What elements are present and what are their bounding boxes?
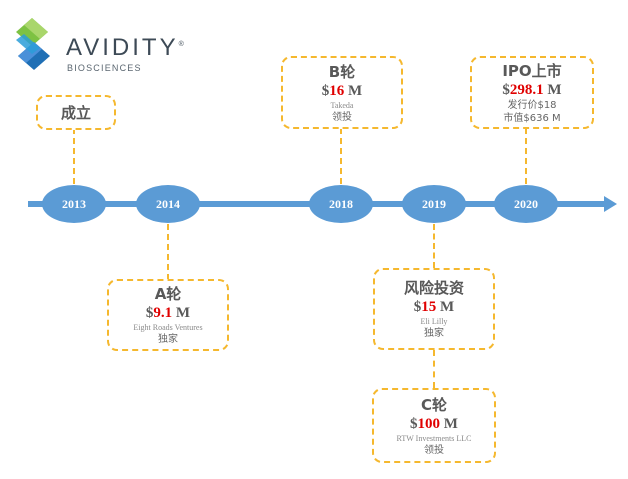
- event-title: A轮: [154, 285, 182, 303]
- event-role: 独家: [424, 328, 444, 339]
- logo-mark-icon: [16, 18, 50, 70]
- year-node-2020: 2020: [494, 185, 558, 223]
- event-ipo: IPO上市 $298.1 M 发行价$18 市值$636 M: [470, 56, 594, 129]
- event-amount: $100 M: [410, 415, 458, 432]
- event-title: 风险投资: [403, 279, 464, 297]
- brand-name: AVIDITY®: [66, 34, 184, 61]
- event-amount: $9.1 M: [145, 305, 191, 321]
- connector-2014: [167, 224, 169, 280]
- year-node-2019: 2019: [402, 185, 466, 223]
- event-amount: $16 M: [321, 82, 363, 99]
- event-title: B轮: [328, 62, 356, 81]
- event-role: 领投: [424, 444, 444, 456]
- event-series-a: A轮 $9.1 M Eight Roads Ventures 独家: [107, 279, 229, 351]
- connector-2019: [433, 224, 435, 268]
- connector-2019-c: [433, 350, 435, 388]
- event-investor: Takeda: [330, 100, 354, 110]
- ipo-market-cap: 市值$636 M: [503, 112, 561, 124]
- brand-subtitle: BIOSCIENCES: [67, 63, 142, 73]
- connector-2013: [73, 128, 75, 184]
- company-logo: AVIDITY® BIOSCIENCES: [14, 16, 184, 74]
- event-role: 领投: [332, 111, 352, 123]
- year-node-2018: 2018: [309, 185, 373, 223]
- event-title: IPO上市: [502, 61, 562, 80]
- event-venture: 风险投资 $15 M Eli Lilly 独家: [373, 268, 495, 350]
- event-investor: RTW Investments LLC: [396, 433, 472, 443]
- event-amount: $298.1 M: [502, 81, 562, 98]
- event-investor: Eli Lilly: [420, 317, 448, 326]
- event-series-b: B轮 $16 M Takeda 领投: [281, 56, 403, 129]
- event-amount: $15 M: [413, 299, 455, 315]
- arrow-right-icon: [604, 196, 617, 212]
- event-title: 成立: [60, 103, 91, 122]
- connector-2018: [340, 128, 342, 184]
- event-role: 独家: [158, 334, 178, 345]
- ipo-issue-price: 发行价$18: [507, 99, 557, 111]
- event-title: C轮: [420, 395, 447, 414]
- year-node-2013: 2013: [42, 185, 106, 223]
- connector-2020: [525, 128, 527, 184]
- year-node-2014: 2014: [136, 185, 200, 223]
- event-series-c: C轮 $100 M RTW Investments LLC 领投: [372, 388, 496, 463]
- event-founded: 成立: [36, 95, 116, 130]
- event-investor: Eight Roads Ventures: [133, 323, 203, 332]
